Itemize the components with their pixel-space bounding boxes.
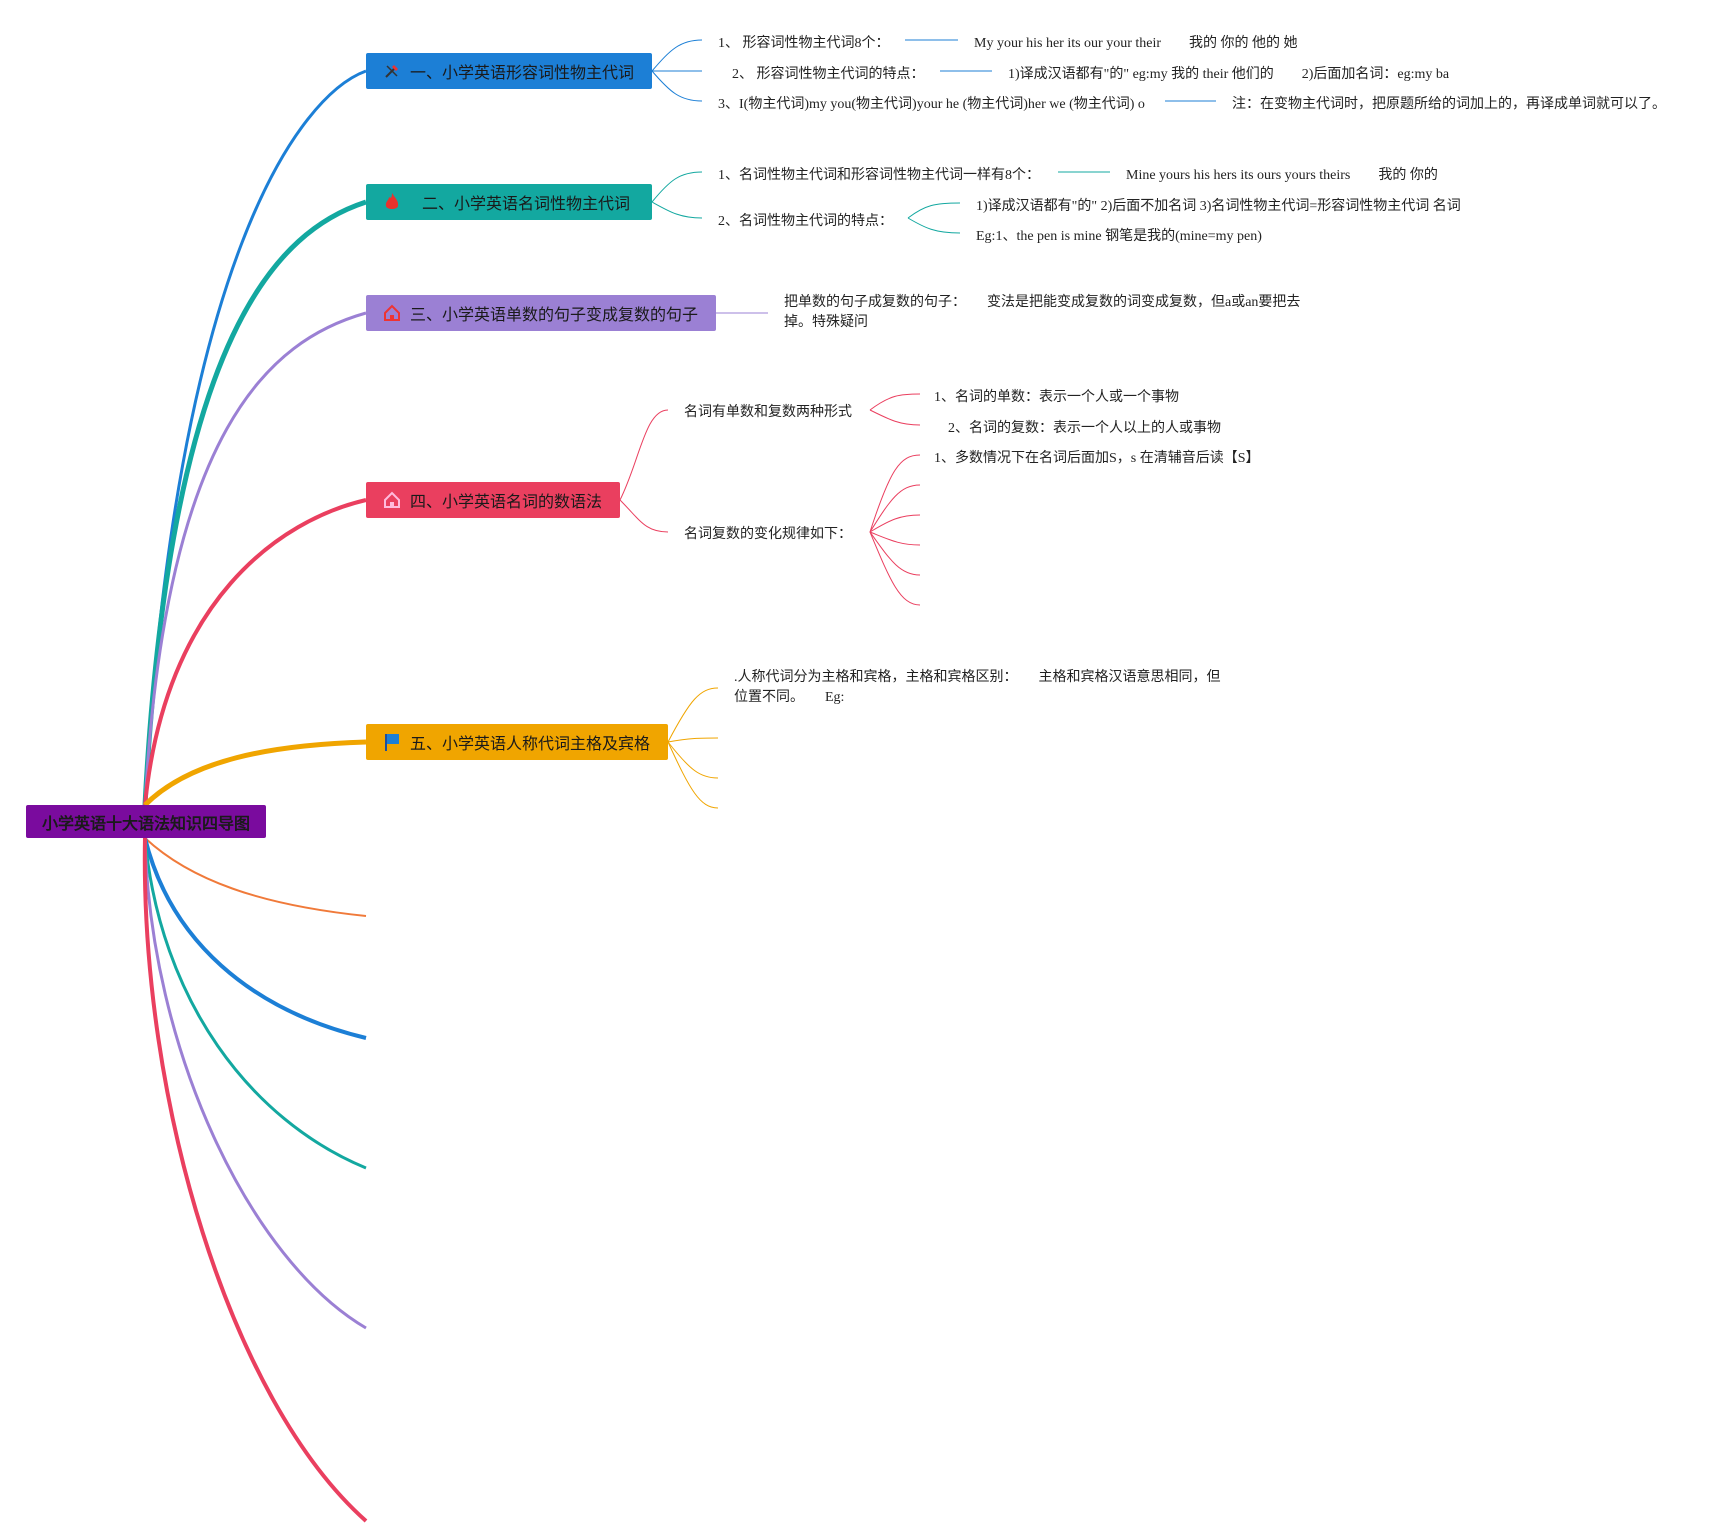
flag-icon [382, 732, 402, 752]
root-node[interactable]: 小学英语十大语法知识四导图 [26, 805, 266, 838]
branch-2[interactable]: 二、小学英语名词性物主代词 [366, 184, 652, 220]
branch-4[interactable]: 四、小学英语名词的数语法 [366, 482, 620, 518]
tools-icon [382, 61, 402, 81]
b4-item-1-sub-1[interactable]: 1、名词的单数：表示一个人或一个事物 [934, 390, 1179, 405]
b4-item-1-label[interactable]: 名词有单数和复数两种形式 [684, 405, 852, 420]
home-icon [382, 490, 402, 510]
branch-4-label: 四、小学英语名词的数语法 [410, 492, 603, 511]
home-icon [382, 303, 402, 323]
branch-5[interactable]: 五、小学英语人称代词主格及宾格 [366, 724, 668, 760]
b2-item-1-label[interactable]: 1、名词性物主代词和形容词性物主代词一样有8个： [718, 168, 1040, 183]
branch-5-label: 五、小学英语人称代词主格及宾格 [410, 734, 651, 753]
b4-item-2-sub-1[interactable]: 1、多数情况下在名词后面加S，s 在清辅音后读【S】 [934, 451, 1260, 466]
b1-item-1-detail[interactable]: My your his her its our your their 我的 你的… [974, 36, 1298, 51]
branch-1[interactable]: 一、小学英语形容词性物主代词 [366, 53, 652, 89]
b3-item-1-label[interactable]: 把单数的句子成复数的句子： 变法是把能变成复数的词变成复数，但a或an要把去掉。… [784, 295, 1301, 330]
b2-item-2-label[interactable]: 2、名词性物主代词的特点： [718, 214, 893, 229]
b1-item-2-label[interactable]: 2、 形容词性物主代词的特点： [732, 67, 925, 82]
b1-item-2-detail[interactable]: 1)译成汉语都有"的" eg:my 我的 their 他们的 2)后面加名词：e… [1008, 67, 1450, 82]
fire-icon [382, 192, 402, 212]
branch-2-label: 二、小学英语名词性物主代词 [422, 194, 631, 213]
b4-item-1-sub-2[interactable]: 2、名词的复数：表示一个人以上的人或事物 [948, 421, 1221, 436]
b1-item-3-detail[interactable]: 注：在变物主代词时，把原题所给的词加上的，再译成单词就可以了。 [1232, 97, 1666, 112]
branch-3[interactable]: 三、小学英语单数的句子变成复数的句子 [366, 295, 716, 331]
b2-item-1-detail[interactable]: Mine yours his hers its ours yours their… [1126, 168, 1438, 183]
b4-item-2-label[interactable]: 名词复数的变化规律如下： [684, 527, 852, 542]
b1-item-3-label[interactable]: 3、I(物主代词)my you(物主代词)your he (物主代词)her w… [718, 97, 1145, 112]
branch-1-label: 一、小学英语形容词性物主代词 [410, 63, 635, 82]
b1-item-1-label[interactable]: 1、 形容词性物主代词8个： [718, 36, 890, 51]
b2-item-2-sub-1[interactable]: 1)译成汉语都有"的" 2)后面不加名词 3)名词性物主代词=形容词性物主代词 … [976, 199, 1461, 214]
branch-3-label: 三、小学英语单数的句子变成复数的句子 [410, 305, 699, 324]
b2-item-2-sub-2[interactable]: Eg:1、the pen is mine 钢笔是我的(mine=my pen) [976, 229, 1262, 244]
b5-item-1-label[interactable]: .人称代词分为主格和宾格，主格和宾格区别： 主格和宾格汉语意思相同，但位置不同。… [734, 670, 1221, 705]
root-label: 小学英语十大语法知识四导图 [41, 813, 250, 833]
